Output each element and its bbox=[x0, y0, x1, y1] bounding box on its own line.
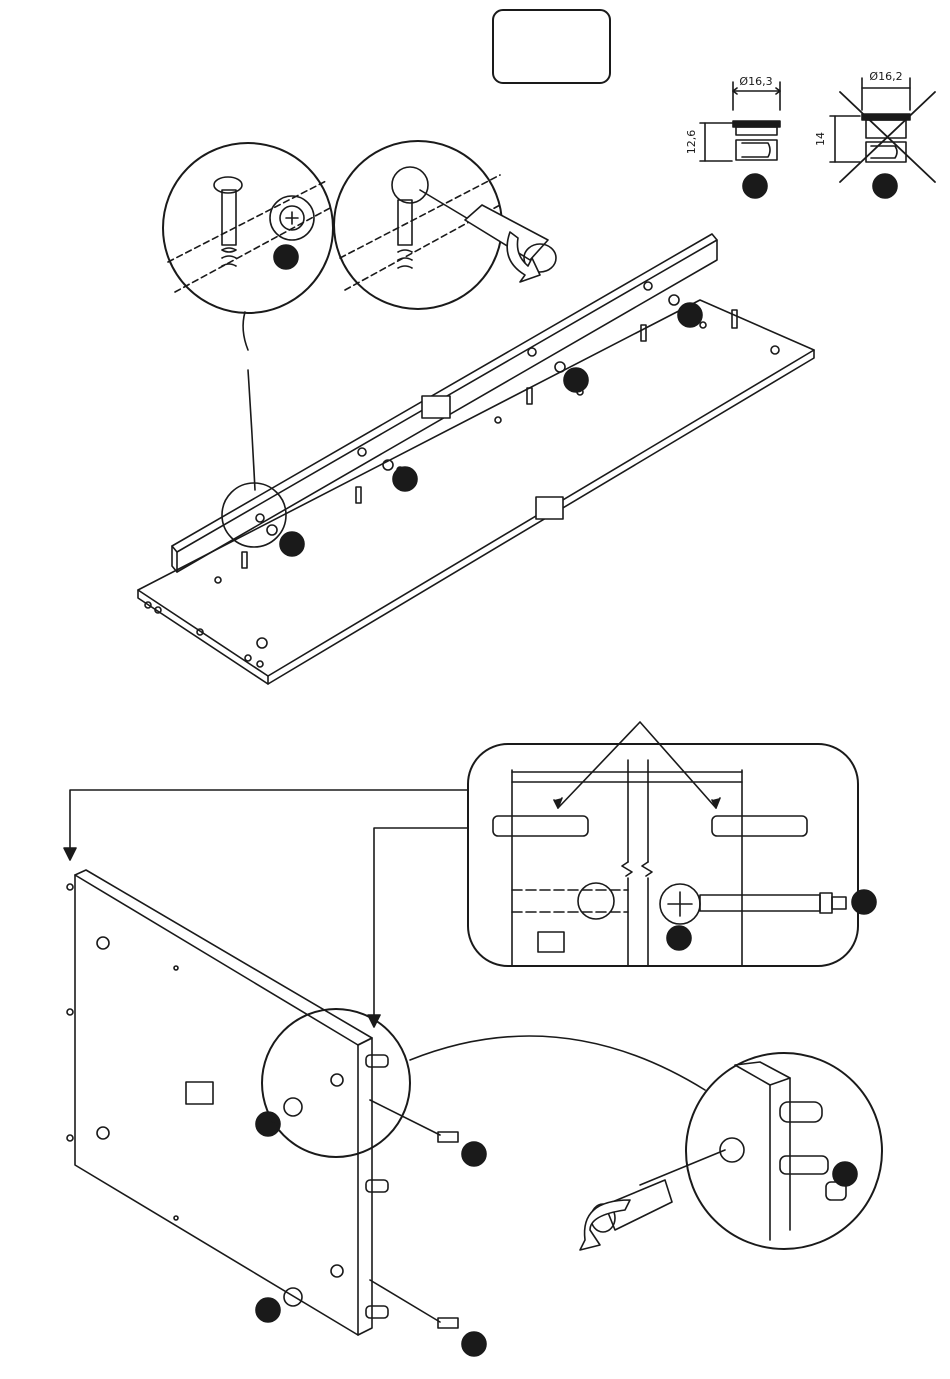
side-panel bbox=[67, 870, 486, 1356]
cam-lock-spec-correct: Ø16,3 12,6 bbox=[685, 75, 780, 198]
part-badge bbox=[256, 1298, 280, 1322]
height-label-wrong: 14 bbox=[814, 132, 827, 146]
panel-label-box bbox=[538, 932, 564, 952]
height-label-correct: 12,6 bbox=[685, 130, 698, 155]
part-badge bbox=[678, 303, 702, 327]
part-badge bbox=[852, 890, 876, 914]
pointer-arrow bbox=[374, 828, 468, 1022]
detail-circle-tighten bbox=[334, 141, 556, 309]
part-badge bbox=[274, 245, 298, 269]
panel-label-box bbox=[422, 396, 450, 418]
top-board-panel bbox=[138, 234, 814, 684]
detail-circle-dowel bbox=[580, 1053, 882, 1250]
leader-line bbox=[410, 1036, 705, 1090]
part-badge bbox=[393, 467, 417, 491]
part-badge bbox=[833, 1162, 857, 1186]
part-badge bbox=[256, 1112, 280, 1136]
leader-line bbox=[248, 370, 255, 490]
diameter-label-correct: Ø16,3 bbox=[739, 75, 772, 88]
part-badge bbox=[462, 1142, 486, 1166]
section-detail-box bbox=[468, 722, 876, 966]
part-badge bbox=[743, 174, 767, 198]
cam-lock-spec-wrong: Ø16,2 14 bbox=[814, 70, 935, 198]
panel-label-box bbox=[536, 497, 563, 519]
detail-circle-cam-insert bbox=[163, 143, 333, 350]
diameter-label-wrong: Ø16,2 bbox=[869, 70, 902, 83]
panel-label-box bbox=[186, 1082, 213, 1104]
step-number-box bbox=[493, 10, 610, 83]
part-badge bbox=[462, 1332, 486, 1356]
part-badge bbox=[564, 368, 588, 392]
pointer-arrow bbox=[70, 790, 468, 855]
part-badge bbox=[280, 532, 304, 556]
part-badge bbox=[667, 926, 691, 950]
part-badge bbox=[873, 174, 897, 198]
